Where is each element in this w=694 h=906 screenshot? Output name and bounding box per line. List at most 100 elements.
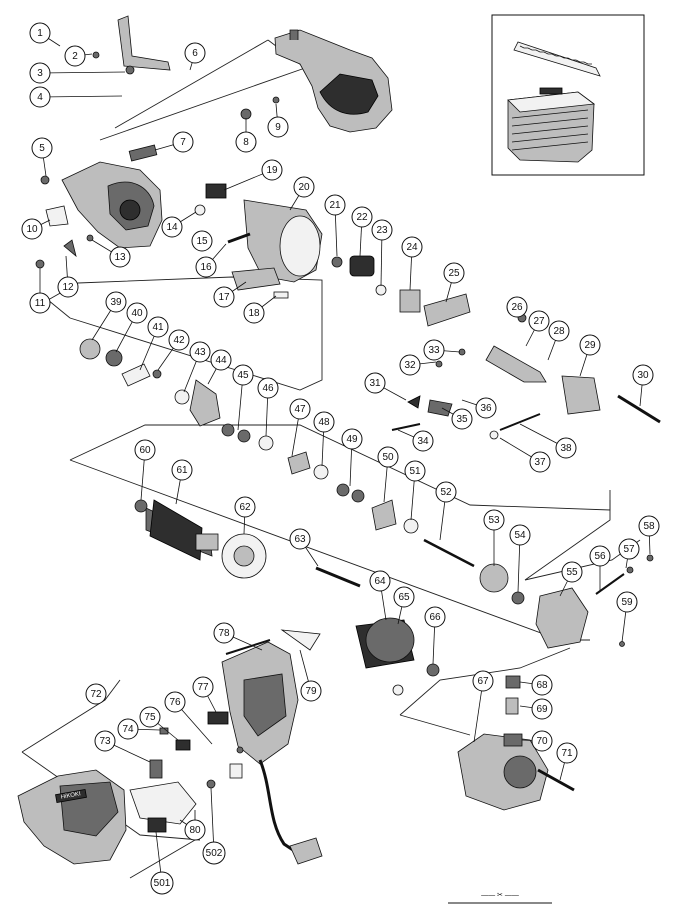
callout-19: 19: [223, 159, 283, 191]
callout-bubble: [351, 206, 373, 228]
callout-number: 40: [131, 308, 143, 319]
label-plate: [45, 205, 69, 227]
callout-51: 51: [404, 460, 426, 521]
switch-plate: [231, 267, 281, 291]
plug: [289, 837, 323, 865]
callout-29: 29: [579, 334, 601, 377]
callout-1: 1: [29, 22, 61, 47]
callout-number: 75: [144, 712, 156, 723]
callout-54: 54: [509, 524, 531, 593]
callout-bubble: [313, 411, 335, 433]
callout-number: 77: [197, 682, 209, 693]
callout-bubble: [509, 524, 531, 546]
callout-number: 44: [215, 355, 227, 366]
callout-number: 45: [237, 370, 249, 381]
callout-number: 501: [154, 878, 171, 889]
callout-bubble: [202, 841, 226, 865]
callout-number: 33: [428, 345, 440, 356]
callout-number: 80: [189, 825, 201, 836]
callout-bubble: [171, 459, 193, 481]
callout-bubble: [57, 276, 79, 298]
callout-14: 14: [161, 211, 197, 238]
callout-number: 20: [298, 182, 310, 193]
callout-bubble: [261, 159, 283, 181]
callout-7: 7: [154, 131, 194, 153]
callout-number: 4: [37, 92, 43, 103]
callout-bubble: [109, 246, 131, 268]
callout-number: 52: [440, 487, 452, 498]
callout-number: 1: [37, 28, 43, 39]
callout-leader: [39, 71, 126, 74]
callout-bubble: [401, 236, 423, 258]
callout-8: 8: [235, 118, 257, 153]
callout-69: 69: [519, 698, 553, 720]
callout-bubble: [369, 570, 391, 592]
callout-number: 61: [176, 465, 188, 476]
callout-number: 67: [477, 676, 489, 687]
callout-50: 50: [377, 446, 399, 503]
callout-52: 52: [435, 481, 457, 541]
callout-bubble: [531, 730, 553, 752]
callout-leader: [39, 95, 123, 98]
callout-number: 29: [584, 340, 596, 351]
callout-bubble: [548, 320, 570, 342]
callout-number: 10: [26, 224, 38, 235]
callout-35: 35: [441, 407, 473, 430]
callout-49: 49: [341, 428, 363, 487]
callout-number: 66: [429, 612, 441, 623]
callout-bubble: [213, 622, 235, 644]
callout-bubble: [172, 131, 194, 153]
saw-blade-teeth: [519, 45, 592, 65]
callout-6: 6: [184, 42, 206, 71]
callout-74: 74: [117, 718, 161, 740]
callout-79: 79: [299, 649, 322, 702]
callout-47: 47: [289, 398, 311, 457]
callout-bubble: [300, 680, 322, 702]
callout-bubble: [618, 538, 640, 560]
callout-bubble: [29, 86, 51, 108]
callout-68: 68: [519, 674, 553, 696]
callout-number: 19: [266, 165, 278, 176]
drive-chain-parts: [331, 255, 661, 440]
screw-5: [40, 175, 50, 185]
callout-73: 73: [94, 730, 151, 763]
switch-72: [207, 711, 229, 725]
callout-bubble: [139, 706, 161, 728]
callout-28: 28: [547, 320, 570, 361]
callout-16: 16: [195, 243, 227, 278]
callout-bubble: [324, 194, 346, 216]
brush-holder-70: [175, 739, 191, 751]
callout-bubble: [435, 481, 457, 503]
callout-65: 65: [393, 586, 415, 625]
lever-12: [63, 239, 77, 258]
callout-bubble: [377, 446, 399, 468]
callout-bubble: [147, 316, 169, 338]
callout-bubble: [638, 515, 660, 537]
callout-78: 78: [213, 622, 263, 651]
switch-block: [205, 183, 227, 199]
bearing-row: [79, 338, 475, 568]
callout-number: 502: [206, 848, 223, 859]
callout-bubble: [105, 291, 127, 313]
callout-bubble: [616, 591, 638, 613]
callout-number: 42: [173, 335, 185, 346]
callout-bubble: [243, 302, 265, 324]
callout-22: 22: [351, 206, 373, 257]
callout-80: 80: [179, 819, 206, 841]
callout-bubble: [257, 377, 279, 399]
gear: [479, 563, 509, 593]
callout-13: 13: [91, 239, 131, 268]
callout-number: 26: [511, 302, 523, 313]
callout-63: 63: [289, 528, 319, 567]
callout-number: 69: [536, 704, 548, 715]
callout-bubble: [234, 496, 256, 518]
callout-24: 24: [401, 236, 423, 291]
callout-number: 63: [294, 534, 306, 545]
stator: [355, 617, 415, 696]
callout-number: 47: [294, 404, 306, 415]
callout-bubble: [29, 62, 51, 84]
saw-blade: [513, 41, 601, 77]
callout-bubble: [134, 439, 156, 461]
callout-45: 45: [232, 364, 254, 431]
